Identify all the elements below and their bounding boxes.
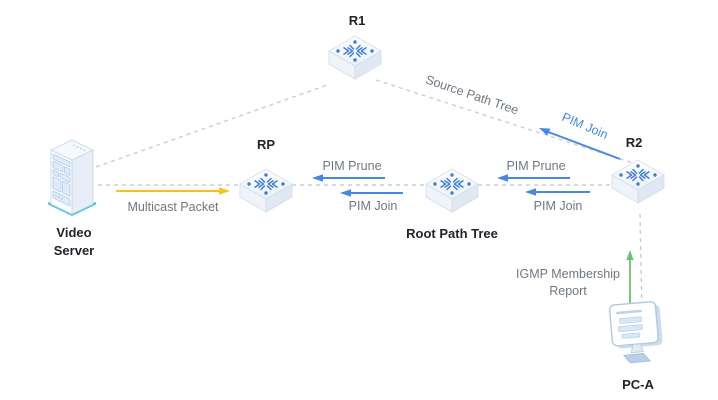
igmp-report-arrow bbox=[626, 250, 634, 308]
multicast-packet-label: Multicast Packet bbox=[127, 200, 219, 214]
root-path-tree-label: Root Path Tree bbox=[406, 225, 498, 241]
video-server-icon bbox=[48, 138, 96, 216]
r2-switch-icon bbox=[611, 159, 665, 204]
pim-prune-arrow-right bbox=[497, 174, 570, 182]
pim-join-arrow-diagonal bbox=[539, 128, 621, 160]
multicast-packet-arrow bbox=[116, 187, 230, 195]
pim-prune-left-label: PIM Prune bbox=[322, 159, 382, 173]
video-server-label: Video Server bbox=[53, 224, 95, 258]
pc-a-label: PC-A bbox=[622, 376, 654, 392]
r2-label: R2 bbox=[625, 134, 643, 150]
r1-label: R1 bbox=[348, 12, 366, 28]
r1-switch-icon bbox=[328, 35, 382, 80]
rp-switch-icon bbox=[239, 168, 293, 213]
pim-prune-arrow-left bbox=[312, 174, 385, 182]
edge-r2-pc bbox=[639, 213, 643, 315]
igmp-membership-report-label: IGMP Membership Report bbox=[516, 267, 620, 298]
pim-join-right-label: PIM Join bbox=[533, 199, 583, 213]
root-path-tree-switch-icon bbox=[425, 168, 479, 213]
pc-a-icon bbox=[608, 300, 665, 365]
pim-prune-right-label: PIM Prune bbox=[506, 159, 566, 173]
pim-join-arrow-left bbox=[340, 189, 403, 197]
pim-join-left-label: PIM Join bbox=[348, 199, 398, 213]
rp-label: RP bbox=[256, 136, 276, 152]
edge-server-r1 bbox=[95, 83, 331, 168]
edge-r1-r2 bbox=[375, 79, 637, 165]
pim-join-arrow-right bbox=[525, 188, 590, 196]
